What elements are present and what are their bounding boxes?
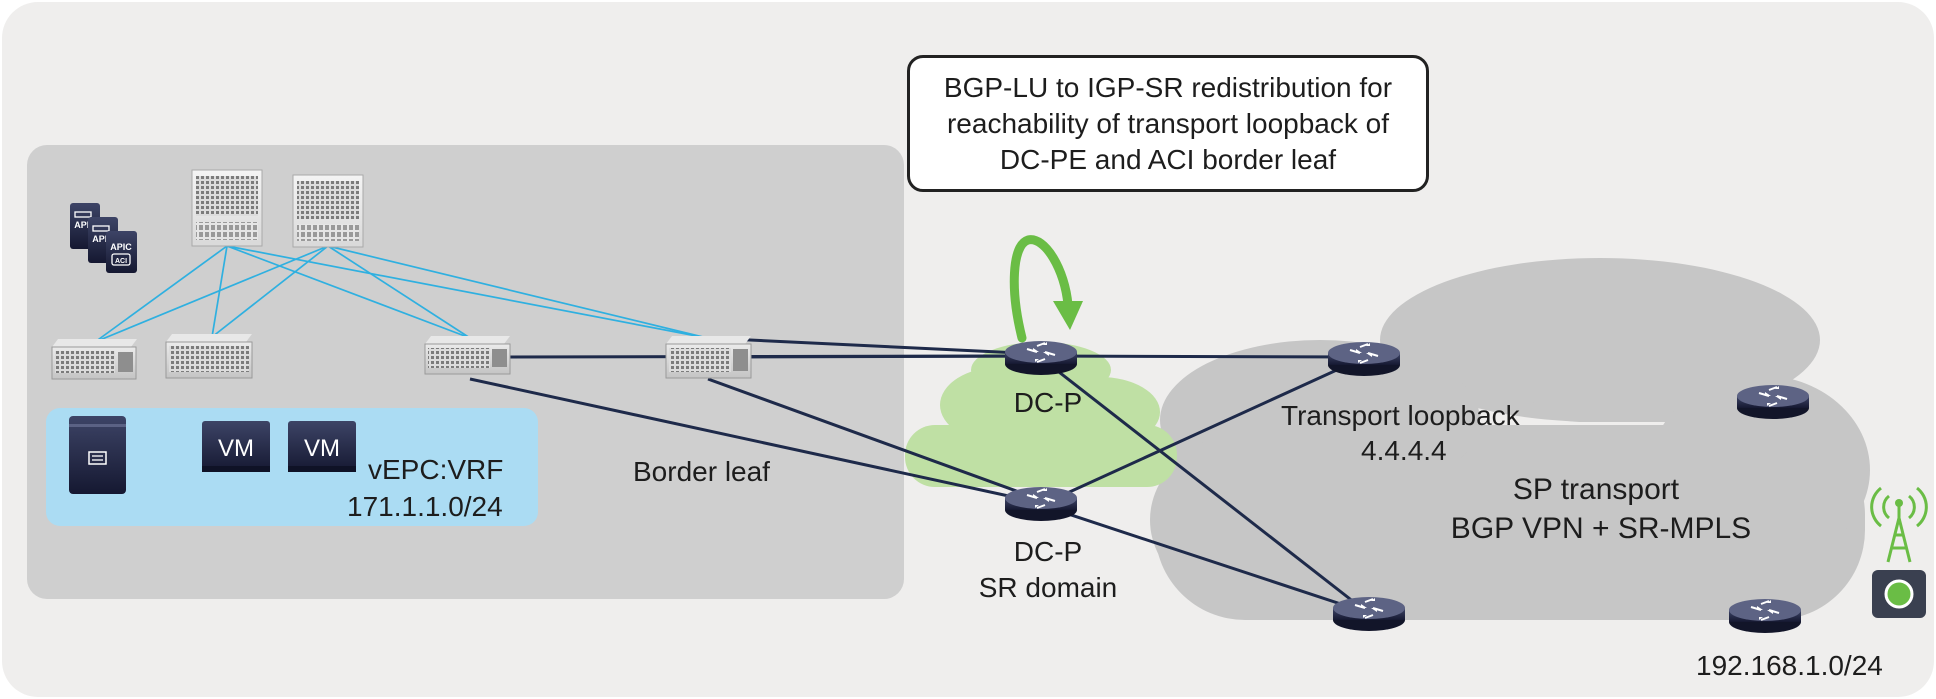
- transport-loopback-label: Transport loopback: [1281, 400, 1520, 431]
- fabric-links: [94, 245, 708, 343]
- border-leaf-label: Border leaf: [633, 456, 770, 487]
- leaf-switch-icon: [665, 336, 752, 379]
- loopback-ip-label: 4.4.4.4: [1361, 435, 1447, 466]
- spine-switch-icon: [292, 174, 364, 248]
- cell-tower-icon: [1870, 486, 1928, 563]
- router-icon: [1004, 340, 1078, 376]
- sp-transport-cloud: [1150, 258, 1870, 620]
- server-icon: [69, 416, 126, 494]
- vm-label: VM: [304, 435, 340, 462]
- redistribution-callout: BGP-LU to IGP-SR redistribution for reac…: [907, 55, 1429, 192]
- leaf-switch-icon: [424, 336, 511, 375]
- sr-domain-label: SR domain: [978, 572, 1118, 603]
- spine-switch-icon: [191, 169, 263, 247]
- apic-label: APIC: [110, 242, 132, 252]
- router-icon: [1327, 341, 1401, 377]
- tower-antenna-dot: [1895, 499, 1903, 507]
- apic-controller-icon: APIC APIC APIC ACI: [70, 203, 137, 273]
- subnet-label: 192.168.1.0/24: [1696, 650, 1883, 681]
- vm-icon: VM: [202, 421, 270, 472]
- dcp-top-label: DC-P: [1013, 387, 1083, 418]
- apic-label: APIC: [74, 220, 96, 230]
- callout-line: reachability of transport loopback of: [946, 107, 1390, 139]
- base-station-icon: [1872, 570, 1926, 618]
- vm-icon: VM: [288, 421, 356, 472]
- router-icon: [1736, 384, 1810, 420]
- aci-label: ACI: [115, 258, 127, 265]
- router-icon: [1004, 486, 1078, 522]
- leaf-switch-icon: [51, 339, 137, 380]
- wan-links: [469, 336, 1369, 615]
- callout-line: BGP-LU to IGP-SR redistribution for: [943, 71, 1393, 103]
- vrf-name-label: vEPC:VRF: [368, 454, 504, 485]
- vm-label: VM: [218, 435, 254, 462]
- sp-transport-label: SP transport: [1512, 473, 1680, 506]
- sp-protocols-label: BGP VPN + SR-MPLS: [1450, 512, 1752, 545]
- apic-label: APIC: [92, 234, 114, 244]
- vrf-subnet-label: 171.1.1.0/24: [347, 491, 503, 522]
- leaf-switch-icon: [165, 334, 253, 379]
- dcp-bottom-label: DC-P: [1013, 536, 1083, 567]
- callout-line: DC-PE and ACI border leaf: [999, 143, 1337, 175]
- redistribution-arrow: [1009, 235, 1083, 343]
- router-icon: [1728, 598, 1802, 634]
- router-icon: [1332, 596, 1406, 632]
